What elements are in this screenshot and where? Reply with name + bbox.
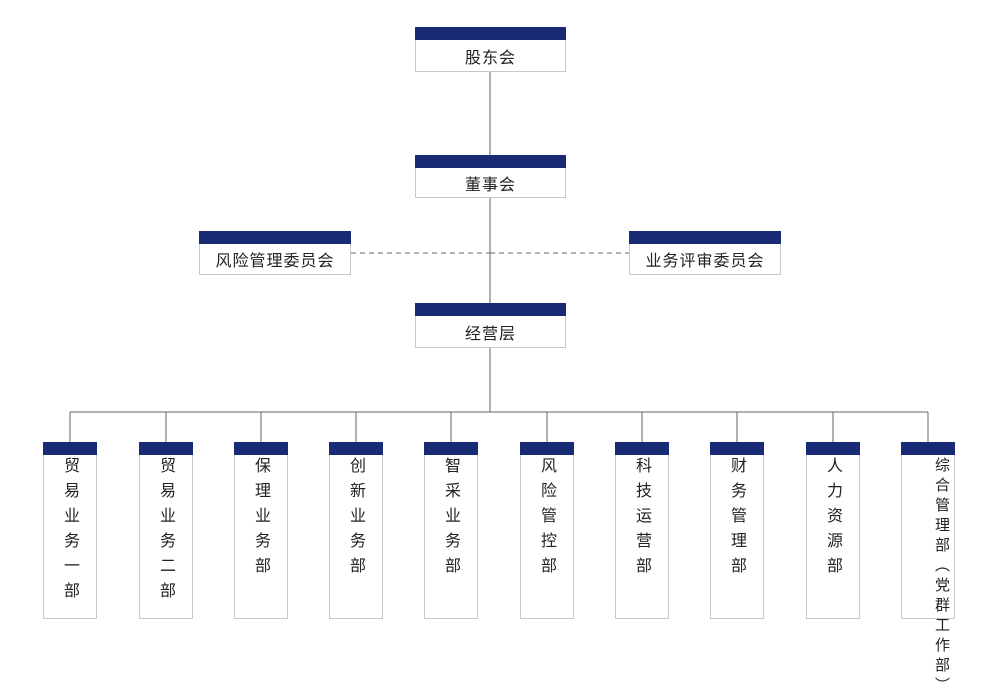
node-label: 人力资源部 — [824, 457, 843, 582]
node-label: 董事会 — [464, 174, 516, 194]
node-label: 风险管理委员会 — [215, 251, 335, 270]
node-header-bar — [901, 442, 955, 455]
node-header-bar — [615, 442, 669, 455]
node-header-bar — [139, 442, 193, 455]
node-dept-9: 人力资源部 — [806, 442, 860, 619]
node-header-bar — [43, 442, 97, 455]
node-dept-2: 贸易业务二部 — [139, 442, 193, 619]
node-header-bar — [234, 442, 288, 455]
node-label: 风险管控部 — [538, 457, 557, 582]
node-header-bar — [329, 442, 383, 455]
node-dept-10: 综合管理部（党群工作部） — [901, 442, 955, 697]
node-label: 业务评审委员会 — [645, 251, 765, 270]
node-label: 保理业务部 — [252, 457, 271, 582]
node-header-bar — [415, 155, 566, 168]
node-label: 贸易业务一部 — [61, 457, 80, 607]
node-header-bar — [806, 442, 860, 455]
node-header-bar — [199, 231, 351, 244]
node-header-bar — [415, 27, 566, 40]
node-label: 贸易业务二部 — [157, 457, 176, 607]
node-label: 经营层 — [464, 323, 516, 343]
node-header-bar — [710, 442, 764, 455]
node-dept-6: 风险管控部 — [520, 442, 574, 619]
node-dept-8: 财务管理部 — [710, 442, 764, 619]
node-header-bar — [629, 231, 781, 244]
node-label: 综合管理部（党群工作部） — [933, 457, 951, 697]
node-management: 经营层 — [415, 303, 566, 348]
node-board: 董事会 — [415, 155, 566, 198]
node-label: 科技运营部 — [633, 457, 652, 582]
node-header-bar — [520, 442, 574, 455]
node-label: 创新业务部 — [347, 457, 366, 582]
node-header-bar — [424, 442, 478, 455]
node-dept-3: 保理业务部 — [234, 442, 288, 619]
node-dept-1: 贸易业务一部 — [43, 442, 97, 619]
node-label: 财务管理部 — [728, 457, 747, 582]
node-risk-committee: 风险管理委员会 — [199, 231, 351, 275]
node-label: 智采业务部 — [442, 457, 461, 582]
node-dept-5: 智采业务部 — [424, 442, 478, 619]
node-label: 股东会 — [464, 47, 516, 67]
node-dept-4: 创新业务部 — [329, 442, 383, 619]
node-dept-7: 科技运营部 — [615, 442, 669, 619]
connector-lines — [69, 72, 929, 442]
node-shareholders: 股东会 — [415, 27, 566, 72]
node-header-bar — [415, 303, 566, 316]
node-business-committee: 业务评审委员会 — [629, 231, 781, 275]
